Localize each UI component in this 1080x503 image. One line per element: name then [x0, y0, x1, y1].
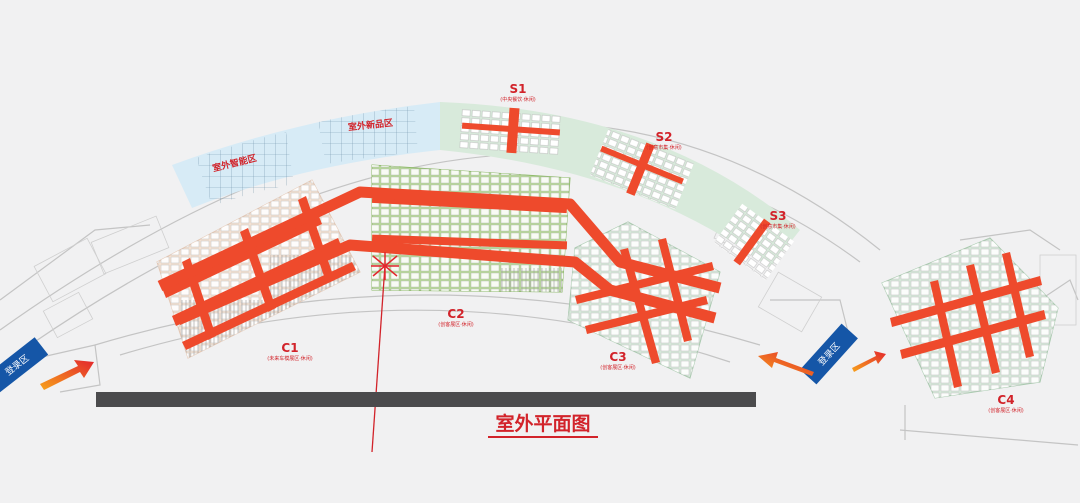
zone-c2-name: C2 [447, 307, 464, 321]
s3-stalls [714, 203, 794, 281]
zone-label-s3: S3 (创意市集·休闲) [760, 209, 796, 230]
c4-walkways [890, 252, 1046, 388]
zone-s2-sub: (创意市集·休闲) [646, 144, 682, 151]
zone-c3-sub: (创客展区·休闲) [600, 364, 636, 371]
zone-label-c3: C3 (创客展区·休闲) [600, 350, 636, 371]
s1-stalls [458, 107, 562, 156]
zone-c1-name: C1 [281, 341, 298, 355]
arrow-left-icon [758, 352, 814, 376]
star-burst-icon [371, 252, 399, 280]
zone-c1-sub: (未来车模展区·休闲) [267, 355, 313, 362]
location-pointer [371, 252, 399, 453]
zone-label-s1: S1 (中央餐饮·休闲) [500, 82, 536, 103]
zone-c2-sub: (创客展区·休闲) [438, 321, 474, 328]
zone-c4-sub: (创客展区·休闲) [988, 407, 1024, 414]
zone-c4-name: C4 [997, 393, 1014, 407]
zone-label-c1: C1 (未来车模展区·休闲) [267, 341, 313, 362]
arrow-right-icon [40, 360, 94, 390]
entrance-right-badge [800, 323, 858, 385]
zone-s1-name: S1 [510, 82, 527, 96]
map-title: 室外平面图 [495, 412, 590, 435]
s-zones-band [440, 102, 800, 281]
zone-label-c2: C2 (创客展区·休闲) [438, 307, 474, 328]
zone-c3-name: C3 [609, 350, 626, 364]
zone-label-c4: C4 (创客展区·休闲) [988, 393, 1024, 414]
main-road [96, 392, 756, 407]
main-walkway [157, 186, 722, 326]
zone-s3-sub: (创意市集·休闲) [760, 223, 796, 230]
c2-zone [371, 164, 571, 293]
c4-zone [881, 237, 1059, 399]
blue-outdoor-zone [172, 102, 440, 208]
entrance-left-badge [0, 337, 49, 393]
zone-s2-name: S2 [656, 130, 673, 144]
arrow-c4-icon [852, 351, 886, 372]
c1-zone [156, 179, 361, 359]
entrance-left: 登录区 [0, 337, 49, 393]
zone-label-s2: S2 (创意市集·休闲) [646, 130, 682, 151]
s2-stalls [589, 128, 695, 210]
building-details [33, 199, 1077, 339]
entrance-right: 登录区 [800, 323, 858, 385]
zone-s3-name: S3 [770, 209, 787, 223]
zone-s1-sub: (中央餐饮·休闲) [500, 96, 536, 103]
